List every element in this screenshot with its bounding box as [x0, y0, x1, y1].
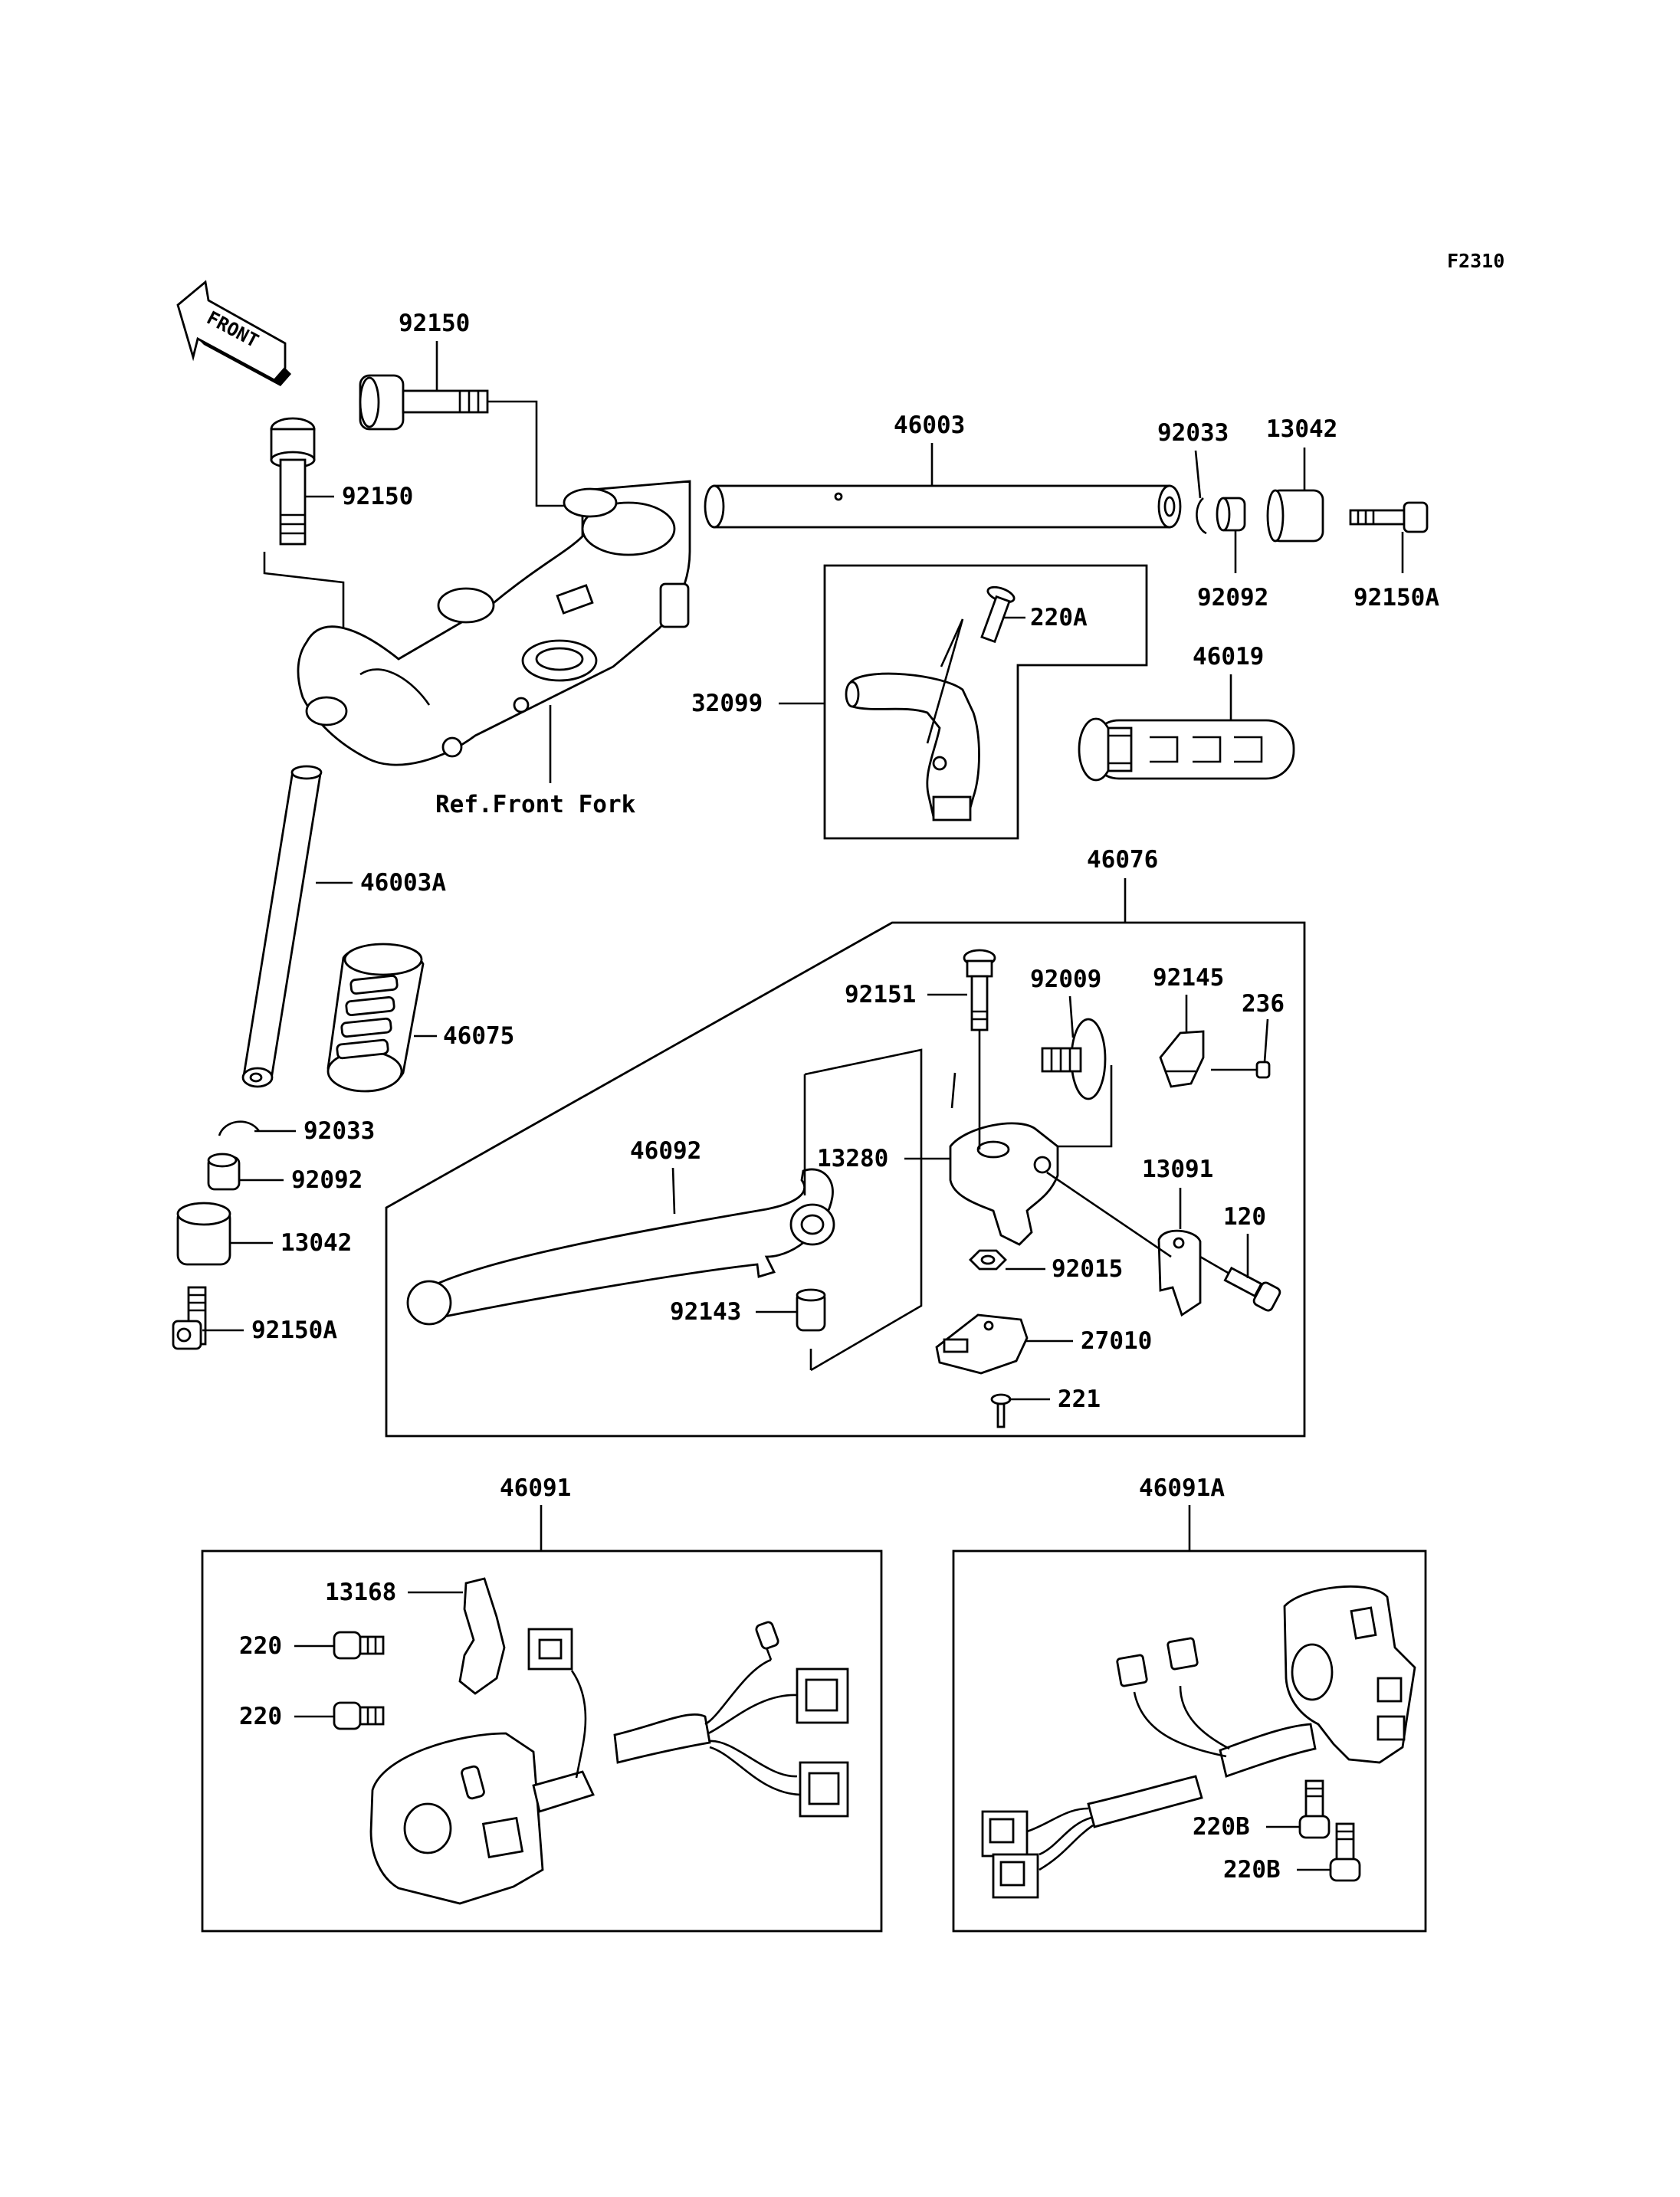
part-label-27010: 27010 — [1081, 1327, 1152, 1355]
grip-right-icon — [1078, 717, 1295, 782]
part-label-13280: 13280 — [817, 1145, 888, 1172]
part-label-46019: 46019 — [1193, 643, 1264, 671]
grip-left-icon — [326, 943, 425, 1093]
adjuster-92009-icon — [1041, 1018, 1107, 1100]
bolt-220-b-icon — [333, 1701, 385, 1730]
front-arrow-icon: FRONT — [176, 280, 291, 386]
weight-13042-left-icon — [176, 1202, 231, 1266]
part-label-92150A-top: 92150A — [1354, 584, 1439, 612]
part-label-13168: 13168 — [325, 1579, 396, 1606]
part-label-92092-left: 92092 — [291, 1166, 363, 1194]
bushing-92143-icon — [796, 1288, 826, 1332]
figure-code: F2310 — [1447, 250, 1504, 272]
part-label-220-b: 220 — [239, 1703, 282, 1730]
part-label-220A: 220A — [1030, 604, 1088, 631]
throttle-tube-icon — [845, 672, 980, 821]
part-label-46092: 46092 — [630, 1137, 701, 1165]
part-label-236: 236 — [1242, 990, 1285, 1018]
part-label-220-a: 220 — [239, 1632, 282, 1660]
part-label-92033-left: 92033 — [304, 1117, 375, 1145]
connector-r4-icon — [992, 1853, 1039, 1899]
bolt-92150A-right-icon — [1349, 501, 1429, 533]
part-label-120: 120 — [1223, 1203, 1266, 1231]
circlip-92033-right-icon — [1196, 497, 1207, 535]
right-switch-box — [952, 1549, 1427, 1933]
part-label-13091: 13091 — [1142, 1156, 1213, 1183]
part-label-92150-top: 92150 — [399, 310, 470, 337]
connector-small-r1-icon — [1116, 1654, 1148, 1687]
part-label-92145: 92145 — [1153, 964, 1224, 992]
part-label-92151: 92151 — [845, 981, 916, 1008]
part-label-92150A-left: 92150A — [251, 1317, 337, 1344]
connector-small-r2-icon — [1166, 1637, 1199, 1671]
reference-note: Ref.Front Fork — [435, 791, 636, 818]
circlip-92033-left-icon — [218, 1120, 261, 1136]
connector-small-icon — [527, 1628, 573, 1671]
lever-assembly-box — [385, 921, 1306, 1438]
part-label-32099: 32099 — [691, 690, 763, 717]
connector-r3-icon — [981, 1810, 1029, 1858]
part-label-220B-b: 220B — [1223, 1856, 1281, 1884]
nut-92015-icon — [969, 1249, 1007, 1271]
clamp-13091-icon — [1157, 1229, 1202, 1317]
connector-large-a-icon — [796, 1667, 849, 1724]
part-label-13042-left: 13042 — [281, 1229, 352, 1257]
part-label-92150-left: 92150 — [342, 483, 413, 510]
bolt-92150-left-icon — [270, 417, 316, 546]
bracket-13168-icon — [458, 1577, 506, 1695]
handlebar-pipe-left-icon — [241, 765, 323, 1088]
lever-46092-icon — [406, 1168, 835, 1326]
left-switch-box — [201, 1549, 883, 1933]
triple-clamp-icon — [297, 480, 691, 766]
lever-holder-13280-icon — [949, 1072, 1059, 1246]
handlebar-pipe-right-icon — [704, 484, 1182, 529]
bolt-220B-b-icon — [1329, 1822, 1361, 1882]
part-label-46075: 46075 — [443, 1022, 514, 1050]
bolt-220-a-icon — [333, 1631, 385, 1660]
weight-13042-right-icon — [1266, 489, 1324, 543]
screw-220A-icon — [980, 585, 1016, 644]
part-label-13042-top: 13042 — [1266, 415, 1337, 443]
part-label-92009: 92009 — [1030, 966, 1101, 993]
part-label-92143: 92143 — [670, 1298, 741, 1326]
part-label-46003: 46003 — [894, 412, 965, 439]
part-label-220B-a: 220B — [1193, 1813, 1250, 1841]
bolt-220B-a-icon — [1298, 1779, 1331, 1839]
bolt-120-icon — [1223, 1266, 1281, 1312]
part-label-92092-top: 92092 — [1197, 584, 1268, 612]
part-label-221: 221 — [1058, 1385, 1101, 1413]
screw-236-icon — [1211, 1061, 1271, 1079]
part-label-46003A: 46003A — [360, 869, 446, 897]
bolt-92150-top-icon — [359, 374, 489, 431]
part-label-46076: 46076 — [1087, 846, 1158, 874]
throttle-box — [823, 564, 1148, 840]
collar-92092-left-icon — [207, 1153, 241, 1191]
collar-92092-right-icon — [1216, 497, 1246, 532]
switch-27010-icon — [935, 1313, 1029, 1375]
bolt-92151-icon — [963, 949, 996, 1031]
right-handlebar-switch-icon — [1283, 1585, 1416, 1764]
left-handlebar-switch-icon — [369, 1732, 595, 1905]
connector-large-b-icon — [799, 1761, 849, 1818]
bolt-92150A-left-icon — [172, 1286, 207, 1350]
part-label-92033-top: 92033 — [1157, 419, 1229, 447]
screw-221-icon — [990, 1393, 1012, 1428]
switch-clip-92145-icon — [1159, 1030, 1205, 1088]
part-label-92015: 92015 — [1052, 1255, 1123, 1283]
part-label-46091: 46091 — [500, 1474, 571, 1502]
part-label-46091A: 46091A — [1139, 1474, 1225, 1502]
bullet-connector-icon — [755, 1621, 779, 1650]
